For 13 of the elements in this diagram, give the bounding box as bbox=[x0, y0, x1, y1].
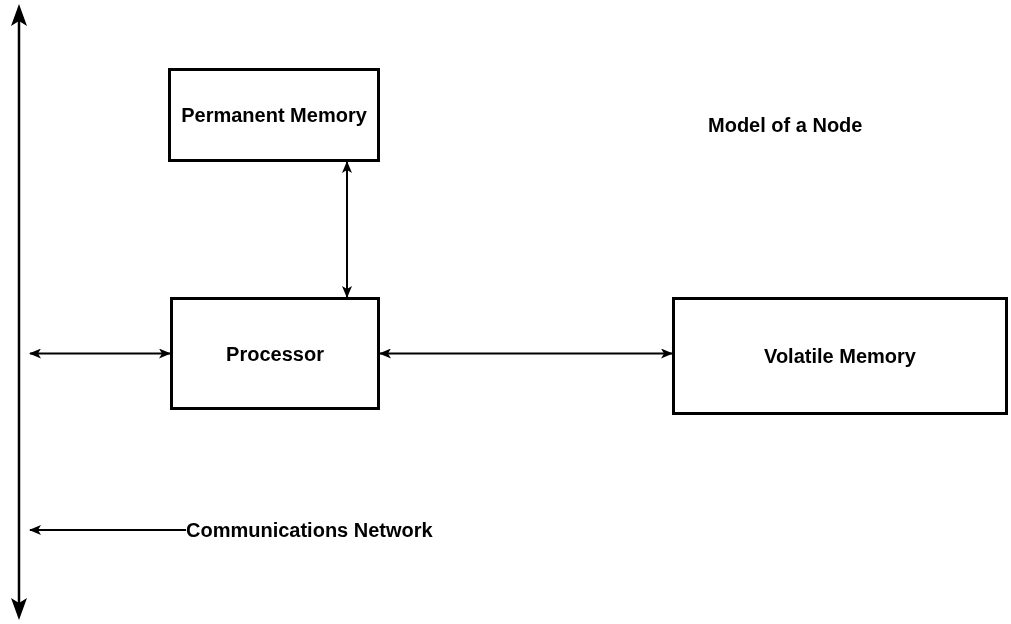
box-label: Processor bbox=[226, 341, 324, 367]
arrow bbox=[29, 525, 187, 535]
diagram-title: Model of a Node bbox=[708, 113, 863, 138]
box-label: Volatile Memory bbox=[764, 344, 916, 369]
network-bus-line bbox=[8, 4, 30, 620]
network-label: Communications Network bbox=[186, 518, 433, 543]
arrow bbox=[29, 348, 171, 359]
box-label: Permanent Memory bbox=[181, 103, 367, 128]
arrow bbox=[342, 161, 352, 298]
arrow bbox=[379, 348, 673, 359]
process-box bbox=[170, 297, 380, 410]
process-box bbox=[168, 68, 380, 162]
process-box bbox=[672, 297, 1008, 415]
